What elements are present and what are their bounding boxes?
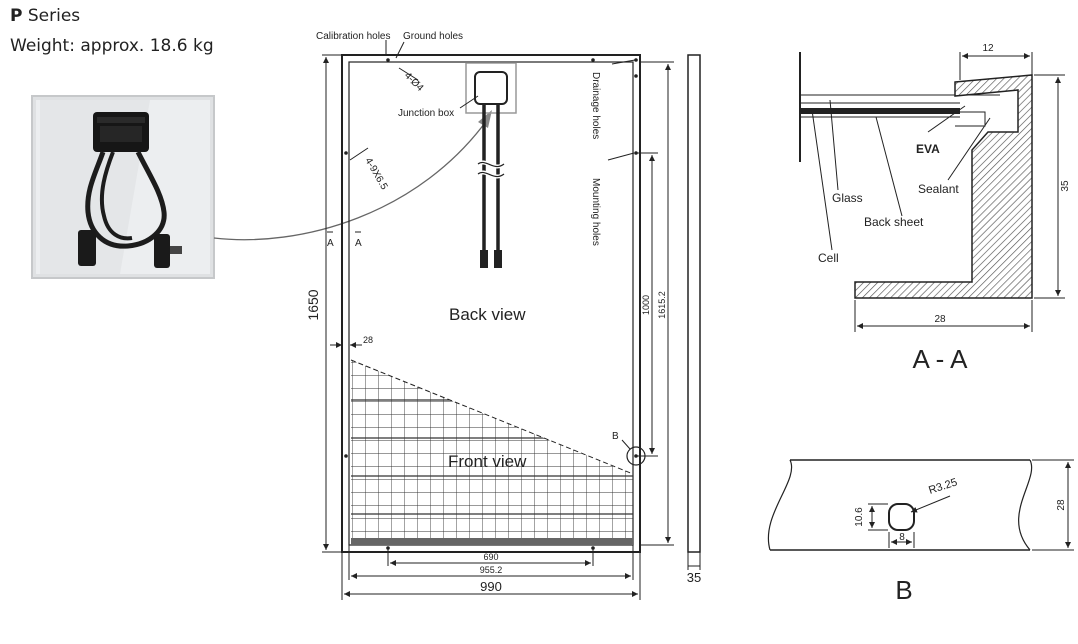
section-mark-a-left: A (327, 238, 334, 249)
section-aa-title: A - A (913, 344, 969, 374)
sealant-label: Sealant (918, 182, 959, 196)
mounting-hole-spec: 4-9X6.5 (362, 156, 389, 192)
detail-b-title: B (895, 575, 912, 605)
mounting-holes-label: Mounting holes (590, 178, 601, 246)
weight-label: Weight: approx. 18.6 kg (10, 36, 214, 56)
junction-box-photo (31, 95, 215, 279)
detail-b-drawing (767, 459, 1033, 551)
series-title: P Series (10, 6, 81, 26)
drainage-holes-label: Drainage holes (590, 72, 601, 139)
junction-box-label: Junction box (398, 108, 454, 119)
dim-width: 990 (480, 579, 502, 594)
dim-thickness: 35 (687, 570, 701, 585)
calibration-holes-label: Calibration holes (316, 31, 391, 42)
dim-bottom-inner: 690 (483, 552, 498, 562)
front-view-label: Front view (448, 452, 527, 471)
ground-holes-label: Ground holes (403, 31, 463, 42)
b-dim-frame: 28 (1056, 499, 1067, 511)
dim-height: 1650 (305, 289, 321, 320)
dim-bottom-outer: 955.2 (480, 565, 503, 575)
back-view-label: Back view (449, 305, 526, 324)
b-dim-width: 8 (899, 532, 905, 543)
section-mark-a-right: A (355, 238, 362, 249)
aa-dim-top: 12 (982, 43, 994, 54)
ground-hole-spec: 4-Ø4 (402, 70, 426, 94)
cell-label: Cell (818, 251, 839, 265)
aa-dim-height: 35 (1060, 180, 1071, 192)
glass-label: Glass (832, 191, 863, 205)
back-sheet-label: Back sheet (864, 215, 924, 229)
eva-label: EVA (916, 142, 940, 156)
dim-edge: 28 (363, 335, 373, 345)
detail-b-marker: B (612, 431, 619, 442)
b-radius: R3.25 (927, 476, 959, 496)
dim-mount-span: 1615.2 (657, 291, 667, 319)
section-aa-drawing (799, 52, 1033, 299)
b-dim-height: 10.6 (854, 507, 865, 527)
dim-mount-spacing: 1000 (641, 295, 651, 315)
panel-side-view (687, 54, 701, 553)
aa-dim-bottom: 28 (934, 314, 946, 325)
